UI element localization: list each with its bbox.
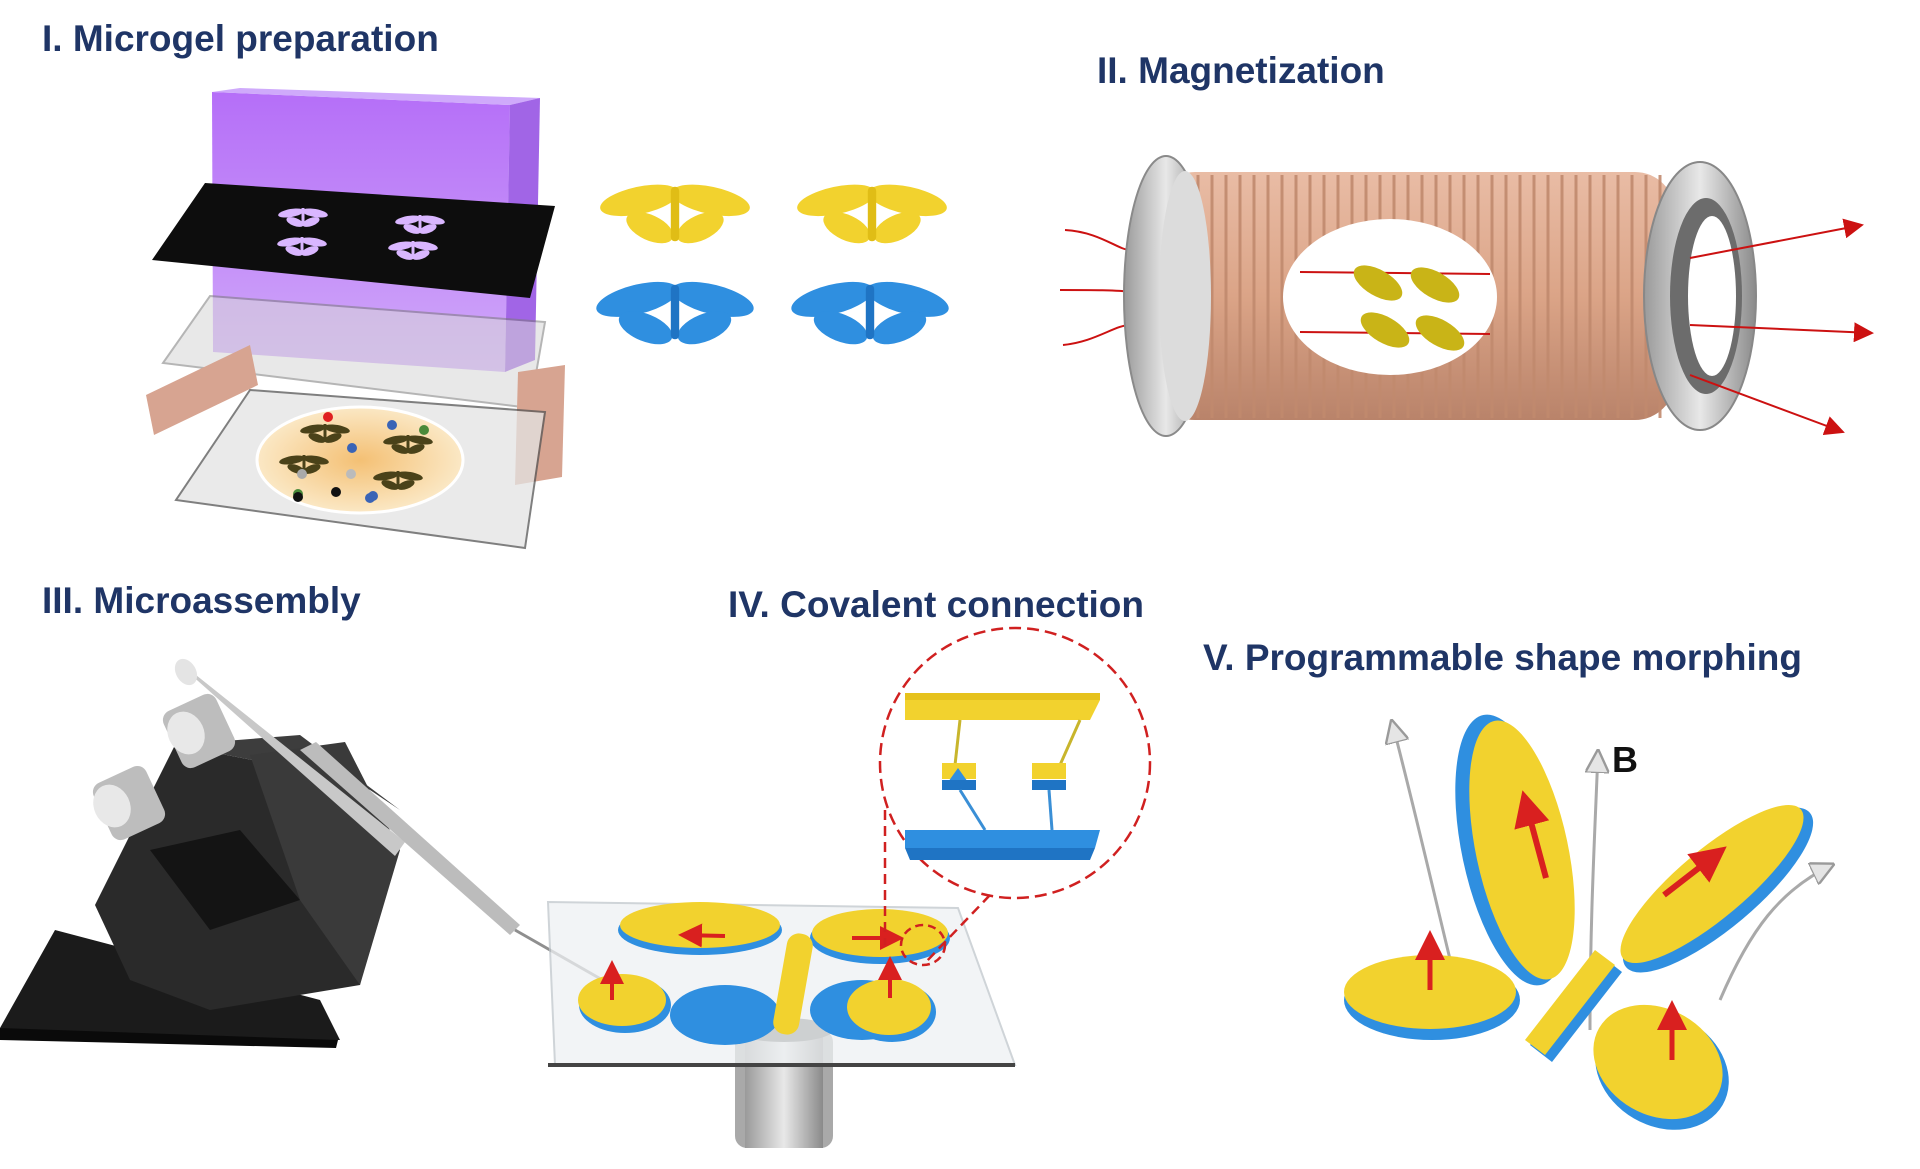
panel-title-microgel-preparation: I. Microgel preparation <box>42 18 439 59</box>
microgel-butterflies <box>592 178 953 352</box>
panel-title-magnetization: II. Magnetization <box>1097 50 1385 91</box>
morphing-butterfly: B <box>1344 714 1834 1130</box>
micromanipulator <box>0 658 614 1048</box>
manipulator-knobs <box>92 693 236 841</box>
photomask <box>152 183 555 298</box>
panel-title-microassembly: III. Microassembly <box>42 580 361 621</box>
covalent-connection-zoom <box>878 626 1152 967</box>
magnetization-coil <box>1059 155 1874 437</box>
field-label-b: B <box>1612 739 1638 780</box>
microgel-preparation-scene <box>146 88 565 550</box>
assembly-stage <box>546 626 1152 1148</box>
panel-title-shape-morphing: V. Programmable shape morphing <box>1203 637 1803 678</box>
panel-title-covalent-connection: IV. Covalent connection <box>728 584 1144 625</box>
